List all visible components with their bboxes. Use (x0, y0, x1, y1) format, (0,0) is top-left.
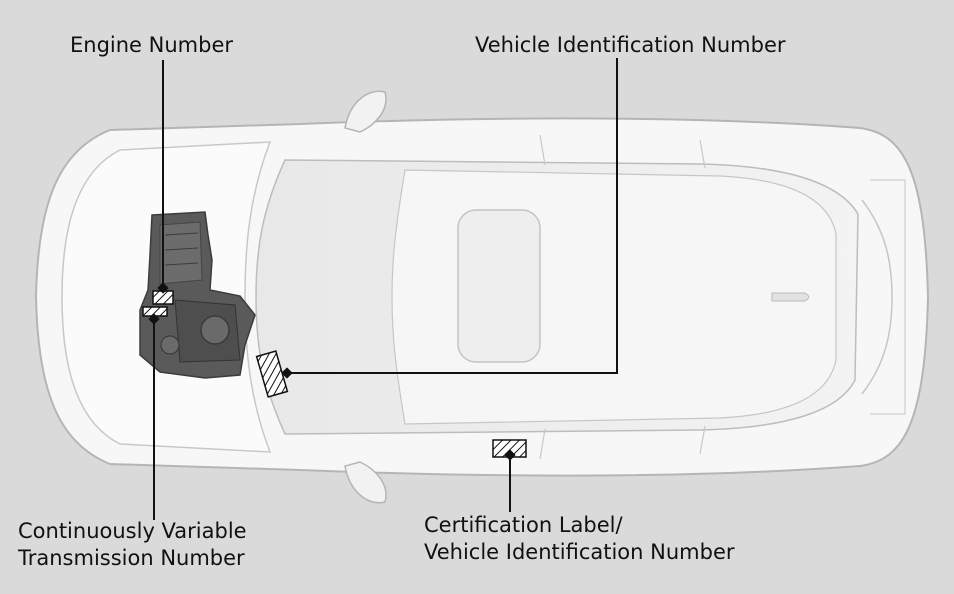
rear-wiper (771, 292, 810, 302)
cvt-number-label: Continuously Variable Transmission Numbe… (18, 518, 247, 572)
right-mirror (344, 461, 387, 504)
cert-label-line-2: Vehicle Identification Number (424, 540, 735, 564)
left-mirror (344, 90, 387, 133)
leader-dots (148, 282, 516, 461)
vin-leader (288, 58, 618, 374)
cert-label-line-1: Certification Label/ (424, 513, 623, 537)
cabin-roof (255, 134, 906, 460)
vin-label: Vehicle Identification Number (475, 33, 786, 57)
engine-block (139, 211, 256, 379)
engine-number-label: Engine Number (70, 33, 234, 57)
vin-windshield-marker (255, 350, 289, 398)
cvt-label-line-2: Transmission Number (18, 546, 245, 570)
leader-lines (153, 58, 618, 520)
sunroof (457, 209, 541, 363)
cvt-label-line-1: Continuously Variable (18, 519, 247, 543)
certification-label-text: Certification Label/ Vehicle Identificat… (424, 512, 735, 566)
